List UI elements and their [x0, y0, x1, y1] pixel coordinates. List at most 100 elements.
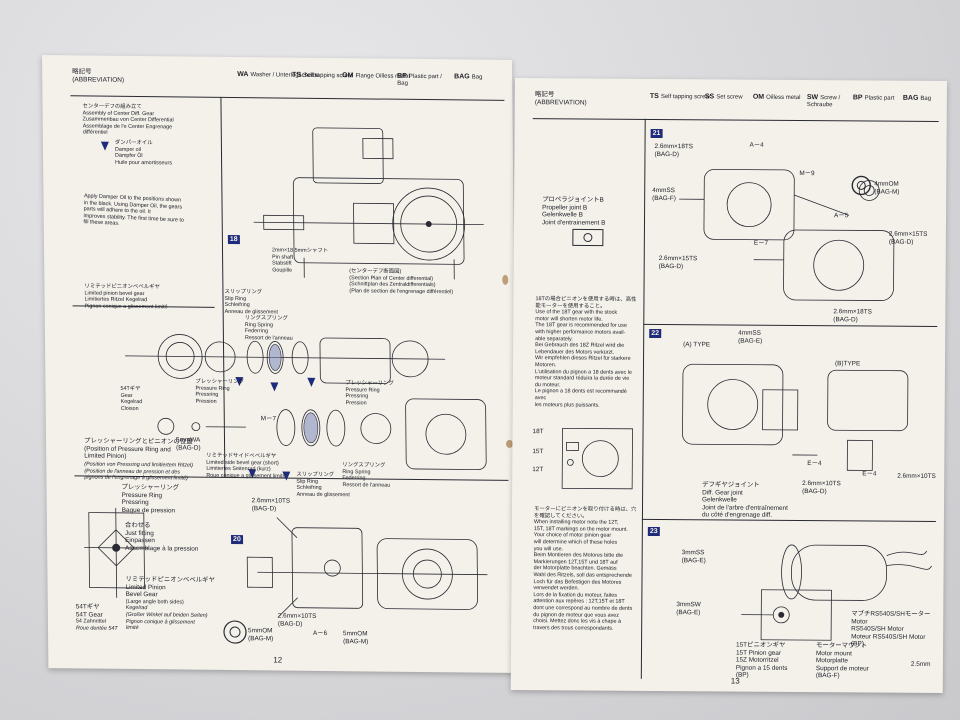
legend-text: Oilless metal: [766, 94, 801, 101]
pinion-position-diagram: [84, 507, 150, 598]
header-rule: [70, 95, 505, 101]
text-line: Assemblage à la pression: [125, 544, 199, 553]
text-line: デフギヤジョイント: [702, 481, 760, 489]
text-line: 3mmSW: [676, 601, 701, 609]
text-line: 2.6mm×15TS: [658, 255, 698, 263]
text-line: 5mmOM: [342, 630, 368, 638]
step-number-23: 23: [647, 526, 660, 537]
gear-54t-box-label: 54Tギヤ 54T Gear 54 Zahnrittel Roue dentée…: [76, 603, 136, 632]
om-5mm-label: 5mmOM (BAG-M): [343, 630, 368, 645]
legend-code: BP: [397, 72, 407, 80]
text-line: (BAG-D): [802, 487, 827, 495]
motor-mount-label: モーターマウント Motor mount Motorplatte Support…: [816, 642, 886, 680]
pressure-ring-label-2: プレッシャーリング Pressure Ring Pressring Pressi…: [345, 380, 425, 407]
pinion-15t-label: 15Tピニオンギヤ 15T Pinion gear 15Z Motorritze…: [736, 642, 816, 681]
text-line: 15Tピニオンギヤ: [736, 641, 786, 649]
text-line: (BAG-M): [248, 634, 274, 643]
just-fitting-label: 合わせる Just fitting Einpassen Assemblage à…: [125, 522, 215, 553]
text-line: 2.6mm×15TS: [888, 230, 928, 238]
screw-26x10-label: 2.6mm×10TS: [897, 472, 936, 480]
motor-18t-note: 18Tの場合ピニオンを使用する時は、高性能モーターを使用すること。 Use of…: [535, 296, 640, 409]
legend-text: Set screw: [716, 94, 743, 101]
bushing-icon: [851, 175, 871, 196]
header-rule: [532, 118, 939, 122]
text-line: Pression: [345, 399, 367, 407]
text-line: pignons de l'engrenage à glissement limi…: [84, 474, 188, 482]
legend-code: SS: [704, 93, 715, 101]
exploded-diff-illustration: [125, 334, 487, 470]
text-line: Pression: [195, 398, 217, 405]
damper-oil-label: ダンパーオイル Damper oil Dämpfer Öl Huile pour…: [115, 140, 215, 167]
text-line: (BAG-E): [681, 556, 706, 564]
text-line: Moteur RS540S/SH Motor: [851, 633, 926, 641]
text-line: モーターにピニオンを取り付ける時は、穴を確認してください。: [533, 506, 637, 520]
oil-marker-icon: [100, 141, 109, 151]
pressure-ring-label: プレッシャーリング Pressure Ring Pressring Pressi…: [195, 379, 265, 406]
text-line: (BAG-D): [833, 315, 858, 323]
text-line: Cloison: [120, 405, 139, 412]
oil-marker-icon: [270, 382, 279, 392]
text-line: 5mmOM: [247, 627, 273, 635]
rust-stain: [502, 274, 509, 285]
motor-mount-holes-diagram: [561, 427, 633, 490]
text-line: 4mmSS: [652, 186, 675, 195]
legend-code: BAG: [902, 94, 919, 102]
page-number: 13: [730, 676, 740, 686]
text-line: Pignon conique à glissement: [125, 618, 195, 626]
text-line: 3mmSS: [681, 549, 705, 557]
part-e4-label: E－4: [807, 460, 822, 468]
limited-pinion-label: リミテッドピニオンベベルギヤ Limited Pinion Bevel Gear…: [125, 576, 226, 633]
text-line: (BAG-M): [343, 637, 369, 646]
text-line: 2.6mm×18TS: [833, 308, 872, 316]
ring-spring-label-2: リングスプリング Ring Spring Federring Ressort d…: [342, 462, 402, 489]
motor-pinion-illustration: [741, 544, 932, 641]
legend-text: Self tapping screw: [660, 94, 710, 101]
text-line: Ressort de l'anneau: [342, 481, 391, 489]
text-line: Le pignon a 18 dents est recommandé avec: [534, 388, 627, 402]
screw-26x10-label-2: 2.6mm×10TS (BAG-D): [278, 613, 317, 629]
ss-4mm-label: 4mmSS (BAG-F): [652, 187, 676, 202]
text-line: (BP): [735, 671, 749, 680]
text-line: (BAG-E): [676, 608, 701, 616]
screw-26x18-label-2: 2.6mm×18TS (BAG-D): [833, 308, 872, 323]
type-ab-mount-illustration: [682, 363, 909, 471]
legend-code: OM: [342, 72, 354, 80]
text-line: Huile pour amortisseurs: [115, 159, 173, 167]
center-diff-section-illustration: [253, 127, 484, 280]
position-subtitle: (Position von Pressring und limitiertem …: [84, 461, 224, 482]
abbreviation-header: 略記号 (ABBREVIATION): [72, 68, 124, 85]
abbreviation-header: 略記号 (ABBREVIATION): [535, 91, 587, 107]
column-divider: [640, 118, 646, 679]
text-line: 4mmSS: [738, 329, 761, 337]
hole-18t-label: 18T: [532, 428, 544, 436]
text-line: Goupille: [272, 267, 293, 274]
text-line: (BAG-E): [738, 337, 763, 345]
text-line: 2.6mm×10TS: [277, 612, 317, 620]
legend-code: BP: [852, 94, 863, 102]
screw-26x10-label-2: 2.6mm×10TS (BAG-D): [802, 480, 841, 495]
abbr-title: (ABBREVIATION): [534, 99, 587, 107]
step-number-22: 22: [649, 328, 662, 339]
shaft-label: 2mm×18.5mmシャフト Pin shaft Stabstift Goupi…: [272, 247, 342, 274]
sw-3mm-label: 3mmSW (BAG-E): [676, 601, 701, 616]
ss-4mm-label-2: 4mmSS (BAG-E): [738, 330, 762, 345]
text-line: (BAG-F): [652, 194, 676, 202]
motor-mount-note: モーターにピニオンを取り付ける時は、穴を確認してください。 When insta…: [533, 506, 638, 632]
text-line: différentiel: [82, 129, 108, 137]
ss-3mm-label: 3mmSS (BAG-E): [682, 549, 706, 564]
screw-26x15-label-2: 2.6mm×15TS (BAG-D): [889, 231, 928, 246]
text-line: (BAG-D): [888, 238, 914, 246]
text-line: (BAG-F): [815, 672, 840, 680]
legend-code: TS: [292, 71, 302, 79]
text-line: Roue dentée 54T: [75, 625, 118, 632]
legend-code: TS: [649, 92, 659, 101]
text-line: Limited Pinion): [84, 452, 127, 461]
dimension-label: 2.5mm: [910, 660, 931, 668]
